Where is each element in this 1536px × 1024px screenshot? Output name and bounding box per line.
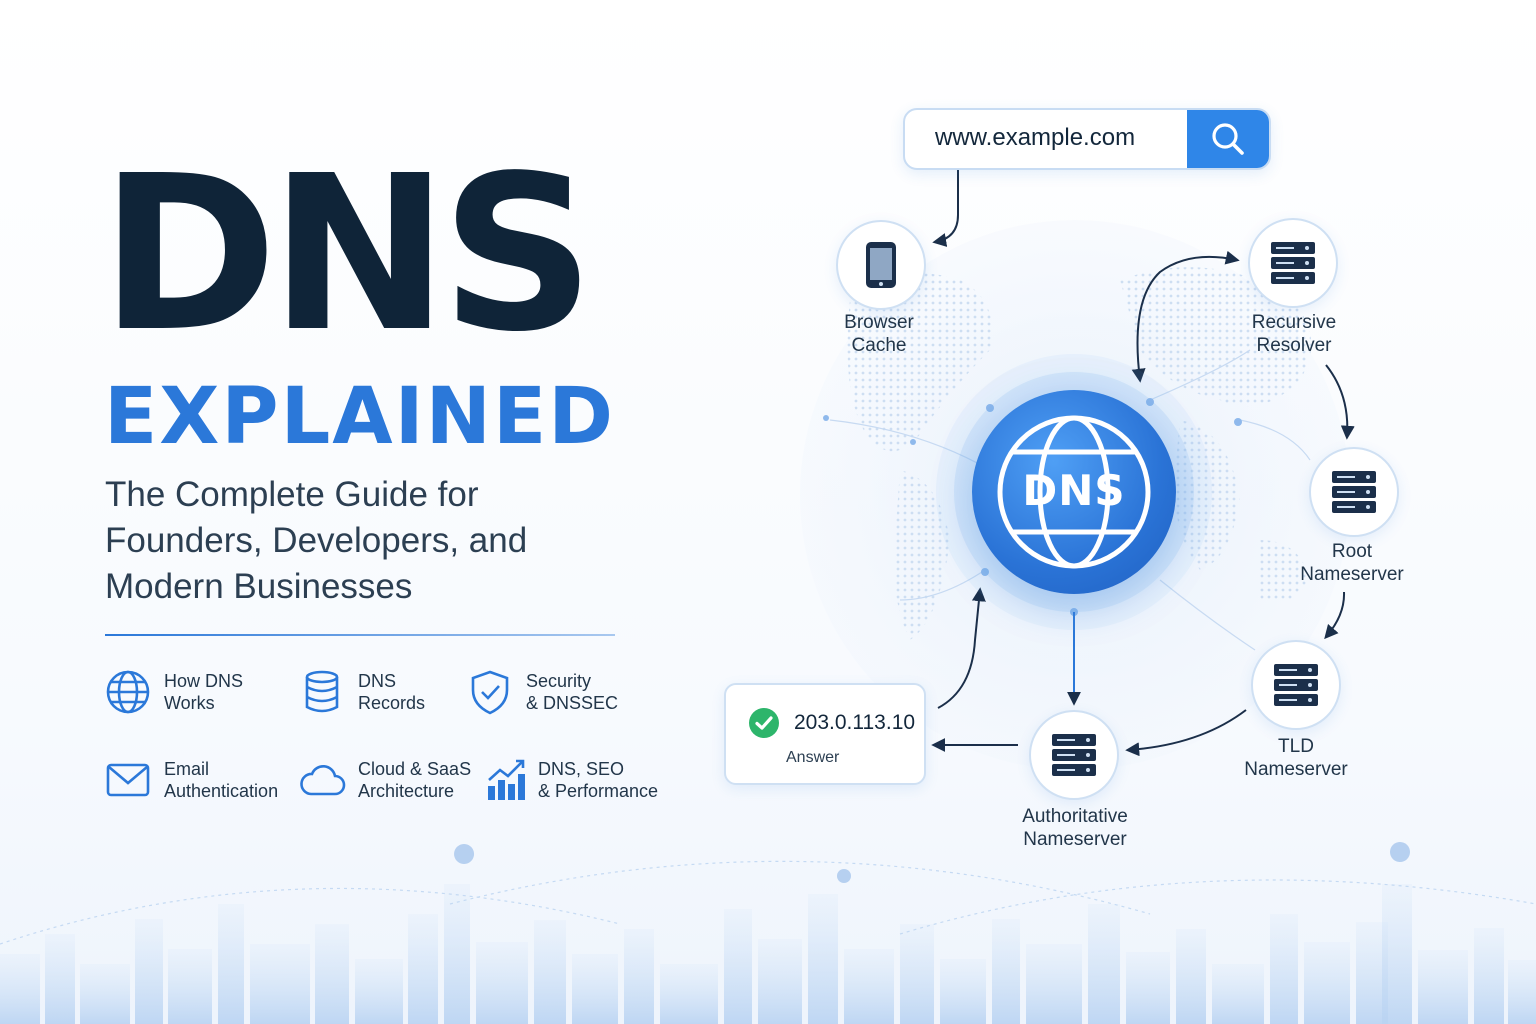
tagline-line: Modern Businesses: [105, 567, 413, 606]
tagline-line: Founders, Developers, and: [105, 521, 528, 560]
tagline: The Complete Guide for Founders, Develop…: [105, 472, 625, 610]
feature-label-line: DNS: [358, 671, 397, 691]
node-root-nameserver: [1309, 447, 1399, 537]
network-lines: [829, 349, 1311, 651]
phone-icon: [866, 242, 896, 288]
answer-ip: 203.0.113.10: [794, 711, 916, 734]
feature-email-authentication: Email Authentication: [104, 756, 314, 804]
node-browser-cache: [836, 220, 926, 310]
node-label-recursive-resolver: Recursive Resolver: [1204, 311, 1384, 357]
city-skyline-background: [0, 842, 1536, 1024]
answer-card: 203.0.113.10 Answer: [724, 683, 926, 785]
node-label-line: Browser: [844, 312, 914, 333]
node-label-authoritative-nameserver: Authoritative Nameserver: [985, 805, 1165, 851]
section-divider: [105, 634, 615, 636]
dns-core-circle: [972, 390, 1176, 594]
node-label-line: Authoritative: [1022, 806, 1128, 827]
feature-label: DNS Records: [358, 670, 508, 714]
node-label-line: Recursive: [1251, 312, 1337, 333]
feature-label: How DNS Works: [164, 670, 314, 714]
node-label-line: Root: [1331, 541, 1373, 562]
node-authoritative-nameserver: [1029, 710, 1119, 800]
feature-label-line: Security: [526, 671, 592, 691]
search-button[interactable]: [1187, 110, 1269, 168]
node-label-line: Cache: [851, 335, 907, 356]
server-icon: [1052, 734, 1096, 776]
globe-icon: [106, 670, 150, 714]
server-icon: [1332, 471, 1376, 513]
check-circle-icon: [749, 708, 779, 738]
page-title: DNS: [100, 130, 595, 379]
dns-core-label: DNS: [1022, 466, 1126, 515]
cloud-icon: [300, 764, 346, 796]
feature-label: DNS, SEO & Performance: [538, 758, 688, 802]
feature-label-line: Architecture: [358, 781, 455, 801]
node-label-tld-nameserver: TLD Nameserver: [1206, 735, 1386, 781]
server-icon: [1271, 242, 1315, 284]
feature-label-line: Email: [164, 759, 210, 779]
node-label-line: Nameserver: [1244, 759, 1348, 780]
answer-label: Answer: [786, 749, 840, 766]
node-label-line: Nameserver: [1300, 564, 1404, 585]
node-label-line: TLD: [1278, 736, 1314, 757]
tagline-line: The Complete Guide for: [105, 475, 479, 514]
node-label-root-nameserver: Root Nameserver: [1262, 540, 1442, 586]
node-tld-nameserver: [1251, 640, 1341, 730]
node-label-line: Resolver: [1256, 335, 1332, 356]
envelope-icon: [106, 763, 150, 797]
feature-label-line: DNS, SEO: [538, 759, 625, 779]
feature-label: Cloud & SaaS Architecture: [358, 758, 508, 802]
shield-check-icon: [471, 670, 509, 715]
feature-label-line: Cloud & SaaS: [358, 759, 472, 779]
globe-icon: [997, 415, 1151, 569]
feature-cloud-saas: Cloud & SaaS Architecture: [298, 756, 508, 804]
feature-label-line: Records: [358, 693, 426, 713]
bar-chart-icon: [488, 759, 525, 800]
feature-label-line: Works: [164, 693, 215, 713]
url-search-bar[interactable]: www.example.com: [903, 108, 1271, 170]
search-icon: [1212, 123, 1244, 155]
node-label-line: Nameserver: [1023, 829, 1127, 850]
feature-label: Security & DNSSEC: [526, 670, 676, 714]
feature-label: Email Authentication: [164, 758, 314, 802]
feature-how-dns-works: How DNS Works: [104, 668, 314, 716]
feature-security-dnssec: Security & DNSSEC: [466, 668, 676, 716]
feature-dns-records: DNS Records: [298, 668, 508, 716]
feature-label-line: How DNS: [164, 671, 244, 691]
flow-arrows: [931, 168, 1355, 757]
feature-label-line: & Performance: [538, 781, 659, 801]
feature-label-line: & DNSSEC: [526, 693, 619, 713]
node-recursive-resolver: [1248, 218, 1338, 308]
feature-dns-seo-performance: DNS, SEO & Performance: [486, 756, 688, 804]
feature-label-line: Authentication: [164, 781, 279, 801]
server-icon: [1274, 664, 1318, 706]
node-label-browser-cache: Browser Cache: [789, 311, 969, 357]
search-url-text: www.example.com: [935, 124, 1136, 151]
database-icon: [305, 670, 339, 713]
page-subtitle: EXPLAINED: [104, 372, 615, 462]
